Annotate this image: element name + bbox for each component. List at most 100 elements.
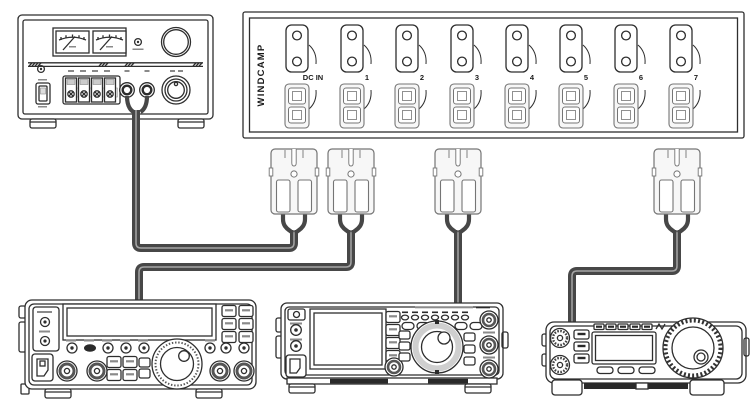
transceiver-right (541, 317, 750, 396)
powerpole-connector-radio-right (652, 149, 702, 233)
radio-foot (195, 388, 223, 399)
model-text-line (476, 306, 490, 309)
strip-channel-4: 4 (504, 24, 537, 129)
strip-channel-2: 2 (394, 24, 427, 129)
sql-knob (208, 359, 232, 383)
fuse-holder (340, 24, 364, 73)
radio-foot (689, 379, 725, 396)
cable-radio-right (568, 230, 681, 328)
powerpole-socket (613, 83, 639, 129)
strip-brand-label: WINDCAMP (256, 44, 267, 107)
strip-channel-dc-in: DC IN (284, 24, 323, 129)
right-side-tab (501, 331, 509, 349)
psu-terminal (64, 77, 78, 103)
mic-jack (31, 353, 54, 382)
mode-button-cluster (106, 355, 151, 382)
psu-meter-panel (52, 27, 127, 57)
logo-mark (655, 322, 666, 331)
fuse-holder (450, 24, 474, 73)
af-knob (232, 359, 256, 383)
mic-jack (285, 354, 307, 378)
left-knobs (549, 327, 571, 376)
psu-rail-trim (28, 62, 203, 72)
power-button (287, 308, 306, 321)
left-button-stack (573, 329, 590, 364)
right-side-tab (743, 337, 750, 357)
strip-channel-6: 6 (613, 24, 646, 129)
powerpole-socket (284, 83, 310, 129)
powerpole-socket (449, 83, 475, 129)
psu-power-switch (35, 79, 51, 108)
powerpole-socket (668, 83, 694, 129)
fuse-holder (505, 24, 529, 73)
right-knob-column (478, 309, 500, 380)
cable-psu-to-connector (124, 95, 298, 252)
transceiver-center (275, 302, 509, 394)
fuse-holder (614, 24, 638, 73)
channel-label: 1 (365, 73, 369, 82)
psu-foot-right (177, 118, 205, 129)
fuse-holder (669, 24, 693, 73)
psu-terminal-block (62, 75, 121, 105)
phones-jack (290, 324, 302, 336)
strip-inner-frame (248, 17, 739, 133)
power-supply (17, 14, 214, 129)
model-text-line (415, 306, 473, 309)
powerpole-connector-psu (269, 149, 319, 233)
transceiver-left (18, 299, 257, 399)
main-tuning-dial (151, 338, 203, 390)
psu-foot-left (29, 118, 57, 129)
psu-terminal (90, 77, 104, 103)
main-tuning-dial (410, 320, 464, 374)
top-function-row (400, 306, 490, 331)
radio-foot (464, 383, 492, 394)
powerpole-connector-radio-left (326, 149, 376, 233)
powerpole-socket (504, 83, 530, 129)
display-bezel (62, 303, 217, 341)
radio-foot (551, 379, 583, 396)
rf-sql-knob (478, 334, 500, 356)
main-tuning-dial (662, 317, 724, 379)
display-screen (594, 334, 654, 362)
channel-label: 7 (694, 73, 698, 82)
strip-channel-7: 7 (668, 24, 701, 129)
power-distribution-strip: WINDCAMP DC IN 1 2 3 4 (242, 11, 745, 139)
psu-meter-left (55, 30, 90, 54)
psu-meter-screw (132, 37, 144, 50)
channel-label: 4 (530, 73, 535, 82)
powerpole-socket (394, 83, 420, 129)
radio-foot (44, 388, 72, 399)
dial-side-buttons (398, 330, 476, 366)
function-ring-buttons (66, 339, 250, 354)
psu-meter-right (92, 30, 127, 54)
strip-channel-5: 5 (558, 24, 591, 129)
rubber-strip (428, 378, 468, 384)
left-control-column (285, 308, 307, 378)
radio-foot (288, 383, 316, 394)
bottom-feet (551, 379, 725, 396)
rubber-strip (330, 378, 388, 384)
channel-label: DC IN (303, 73, 323, 82)
channel-label: 6 (639, 73, 643, 82)
chassis-lip (286, 377, 498, 385)
psu-binding-post-right (138, 81, 156, 99)
channel-label: 2 (420, 73, 424, 82)
display-screen (66, 307, 213, 337)
display-screen (313, 312, 383, 366)
psu-terminal (103, 77, 117, 103)
fuse-holder (285, 24, 309, 73)
display-bezel (591, 331, 657, 365)
psu-main-knob (160, 26, 192, 58)
display-bottom-buttons (596, 366, 656, 375)
strip-channel-3: 3 (449, 24, 482, 129)
key-jack (290, 340, 302, 352)
powerpole-socket (339, 83, 365, 129)
fuse-holder (395, 24, 419, 73)
powerpole-socket (558, 83, 584, 129)
af-gain-knob (55, 359, 79, 383)
psu-accessory-connector (161, 75, 191, 105)
fuse-holder (559, 24, 583, 73)
psu-main-knob-ring (163, 29, 189, 55)
strip-channel-1: 1 (339, 24, 372, 129)
